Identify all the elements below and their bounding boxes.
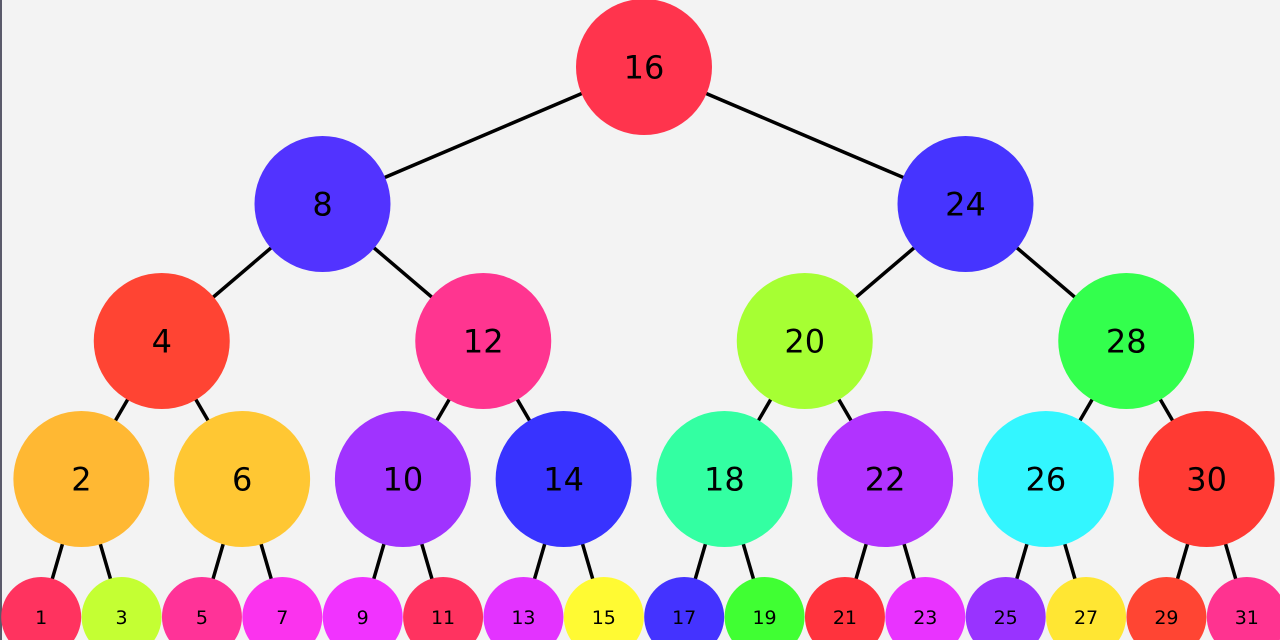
tree-node-31: 31: [1206, 577, 1280, 640]
tree-node-10: 10: [334, 411, 471, 547]
tree-node-14: 14: [495, 411, 632, 547]
tree-node-27: 27: [1046, 577, 1127, 640]
node-circle: [965, 577, 1046, 640]
node-circle: [483, 577, 564, 640]
node-circle: [242, 577, 323, 640]
node-circle: [1138, 411, 1275, 547]
node-circle: [977, 411, 1114, 547]
node-label: 9: [357, 607, 369, 629]
tree-node-1: 1: [1, 577, 82, 640]
tree-node-6: 6: [174, 411, 311, 547]
node-label: 5: [196, 607, 208, 629]
node-label: 23: [913, 607, 937, 629]
tree-node-17: 17: [644, 577, 725, 640]
tree-node-12: 12: [415, 273, 552, 409]
node-circle: [495, 411, 632, 547]
tree-node-5: 5: [161, 577, 242, 640]
node-circle: [885, 577, 966, 640]
node-circle: [644, 577, 725, 640]
node-circle: [254, 136, 391, 272]
node-label: 15: [592, 607, 616, 629]
tree-node-30: 30: [1138, 411, 1275, 547]
tree-node-18: 18: [656, 411, 793, 547]
node-circle: [817, 411, 954, 547]
node-label: 29: [1154, 607, 1178, 629]
node-circle: [736, 273, 873, 409]
tree-node-22: 22: [817, 411, 954, 547]
node-label: 1: [35, 607, 47, 629]
tree-node-3: 3: [81, 577, 162, 640]
node-label: 2: [71, 461, 91, 499]
node-label: 10: [383, 461, 424, 499]
node-circle: [897, 136, 1034, 272]
tree-node-20: 20: [736, 273, 873, 409]
node-label: 30: [1186, 461, 1227, 499]
node-label: 27: [1074, 607, 1098, 629]
node-label: 31: [1235, 607, 1259, 629]
tree-node-9: 9: [322, 577, 403, 640]
tree-node-28: 28: [1058, 273, 1195, 409]
node-circle: [334, 411, 471, 547]
node-circle: [1058, 273, 1195, 409]
node-circle: [161, 577, 242, 640]
node-label: 18: [704, 461, 745, 499]
node-circle: [656, 411, 793, 547]
node-circle: [13, 411, 150, 547]
tree-node-26: 26: [977, 411, 1114, 547]
node-label: 3: [116, 607, 128, 629]
node-label: 4: [152, 323, 172, 361]
node-label: 25: [994, 607, 1018, 629]
node-label: 7: [276, 607, 288, 629]
node-label: 13: [511, 607, 535, 629]
tree-node-23: 23: [885, 577, 966, 640]
node-circle: [322, 577, 403, 640]
node-circle: [576, 0, 712, 135]
tree-node-21: 21: [804, 577, 885, 640]
tree-node-24: 24: [897, 136, 1034, 272]
node-circle: [415, 273, 552, 409]
tree-node-16: 16: [576, 0, 712, 135]
node-circle: [804, 577, 885, 640]
node-label: 26: [1026, 461, 1067, 499]
node-circle: [1206, 577, 1280, 640]
node-circle: [174, 411, 311, 547]
node-circle: [1046, 577, 1127, 640]
node-label: 19: [752, 607, 776, 629]
window-edge: [0, 0, 2, 640]
tree-node-11: 11: [403, 577, 484, 640]
node-label: 22: [865, 461, 906, 499]
node-circle: [1, 577, 82, 640]
node-circle: [81, 577, 162, 640]
node-circle: [403, 577, 484, 640]
node-label: 6: [232, 461, 252, 499]
node-label: 8: [312, 186, 332, 224]
tree-node-25: 25: [965, 577, 1046, 640]
node-label: 16: [624, 49, 665, 87]
node-label: 20: [784, 323, 825, 361]
node-circle: [93, 273, 230, 409]
node-label: 12: [463, 323, 504, 361]
tree-node-4: 4: [93, 273, 230, 409]
tree-node-2: 2: [13, 411, 150, 547]
node-label: 14: [543, 461, 584, 499]
tree-node-8: 8: [254, 136, 391, 272]
node-circle: [724, 577, 805, 640]
tree-node-29: 29: [1126, 577, 1207, 640]
node-circle: [1126, 577, 1207, 640]
tree-node-15: 15: [563, 577, 644, 640]
node-label: 17: [672, 607, 696, 629]
node-label: 21: [833, 607, 857, 629]
tree-node-7: 7: [242, 577, 323, 640]
tree-node-13: 13: [483, 577, 564, 640]
node-circle: [563, 577, 644, 640]
node-label: 11: [431, 607, 455, 629]
node-label: 24: [945, 186, 986, 224]
tree-node-19: 19: [724, 577, 805, 640]
node-label: 28: [1106, 323, 1147, 361]
